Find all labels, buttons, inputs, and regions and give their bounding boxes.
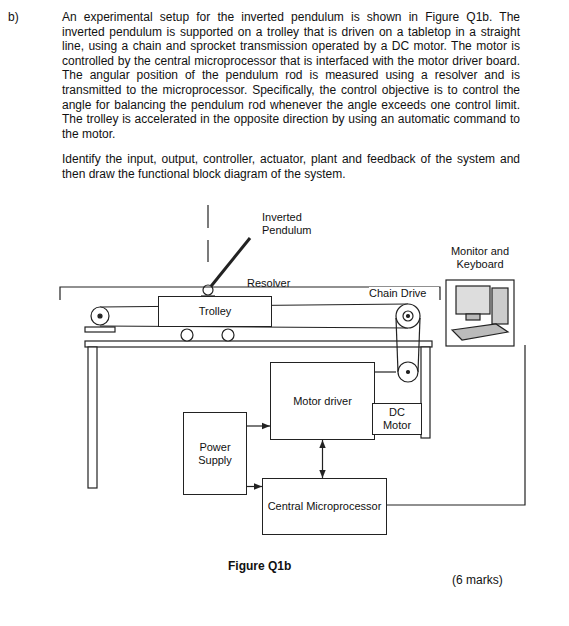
monitor-stand <box>466 314 480 320</box>
monitor-screen <box>456 286 490 314</box>
question-part: b) <box>8 10 38 25</box>
signal-arrow <box>322 440 323 478</box>
motor-sprocket <box>398 362 418 382</box>
question-paragraph: An experimental setup for the inverted p… <box>62 10 520 141</box>
component-box: Motor driver <box>270 362 375 440</box>
pendulum-rod <box>208 238 250 290</box>
table-leg <box>88 347 97 488</box>
drive-sprocket <box>396 304 420 328</box>
wheel <box>222 329 234 341</box>
box-label: Motor driver <box>289 393 356 410</box>
drive-sprocket-inner <box>403 311 413 321</box>
component-box: Power Supply <box>183 412 247 495</box>
part-label: Resolver <box>247 277 307 290</box>
part-label: Chain Drive <box>369 287 439 300</box>
keyboard-icon <box>452 324 508 340</box>
box-label: Trolley <box>195 303 236 320</box>
idler-sprocket <box>91 307 109 325</box>
sprocket-hub <box>407 371 410 374</box>
part-label: Inverted Pendulum <box>262 211 332 237</box>
box-label: Central Microprocessor <box>264 498 386 515</box>
reference-line <box>207 240 208 262</box>
motor-wire <box>375 371 396 372</box>
component-box: Trolley <box>158 296 272 327</box>
wheel <box>181 329 193 341</box>
chain <box>418 318 420 372</box>
tabletop <box>85 341 432 347</box>
component-box: Central Microprocessor <box>262 478 387 535</box>
question-paragraph: Identify the input, output, controller, … <box>62 152 520 181</box>
signal-arrow <box>247 486 262 487</box>
figure-caption: Figure Q1b <box>228 560 291 573</box>
box-label: Power Supply <box>184 439 246 469</box>
sprocket-mount <box>85 327 115 332</box>
reference-line <box>207 205 208 228</box>
monitor-icon-frame <box>446 280 514 346</box>
table-leg <box>421 347 430 438</box>
marks-note: (6 marks) <box>452 574 522 587</box>
chain <box>396 318 398 372</box>
sprocket-hub <box>98 314 102 318</box>
part-label: Monitor and Keyboard <box>447 245 513 271</box>
pc-tower <box>492 288 508 324</box>
box-label: DC Motor <box>373 404 421 434</box>
signal-arrow <box>247 425 270 426</box>
component-box: DC Motor <box>372 403 422 435</box>
sprocket-hub <box>407 315 410 318</box>
